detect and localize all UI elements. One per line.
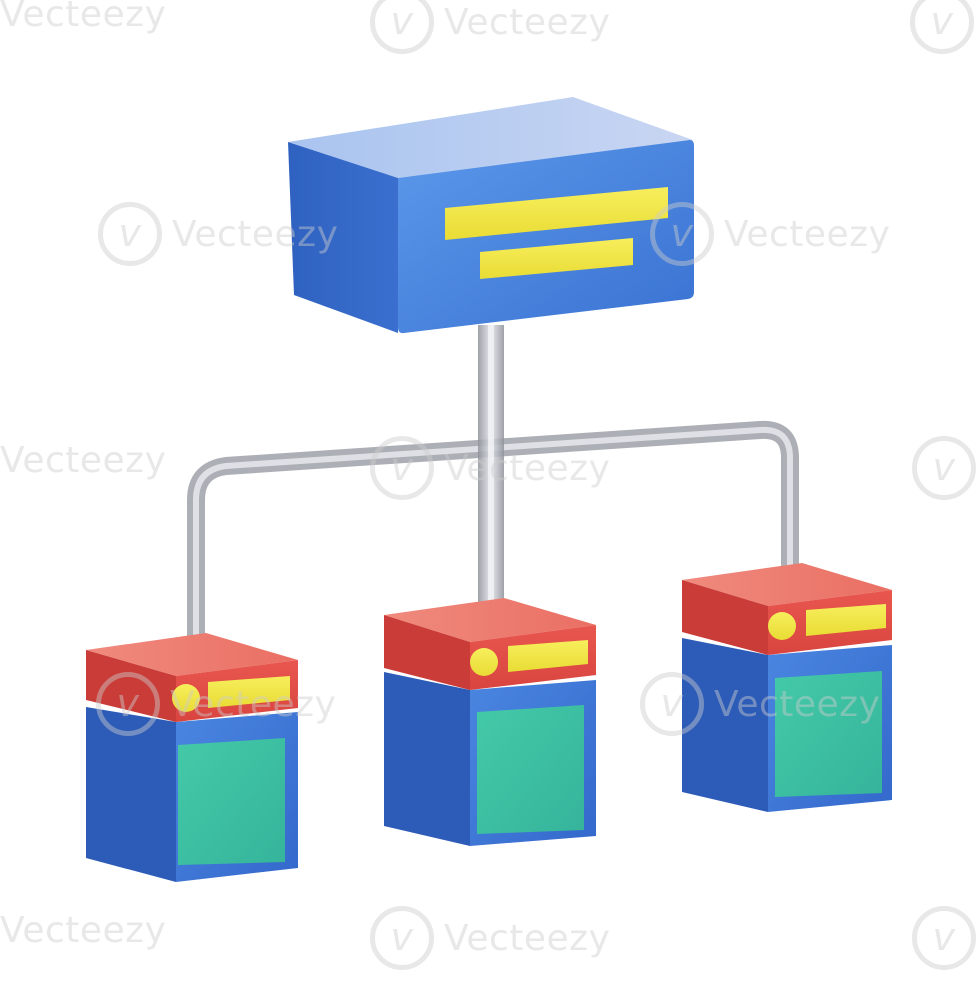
connector-icon <box>187 325 799 649</box>
child-node-icon <box>384 598 596 846</box>
child-node-icon <box>86 633 298 882</box>
child-node-icon <box>682 563 892 812</box>
top-node-icon <box>288 97 694 334</box>
